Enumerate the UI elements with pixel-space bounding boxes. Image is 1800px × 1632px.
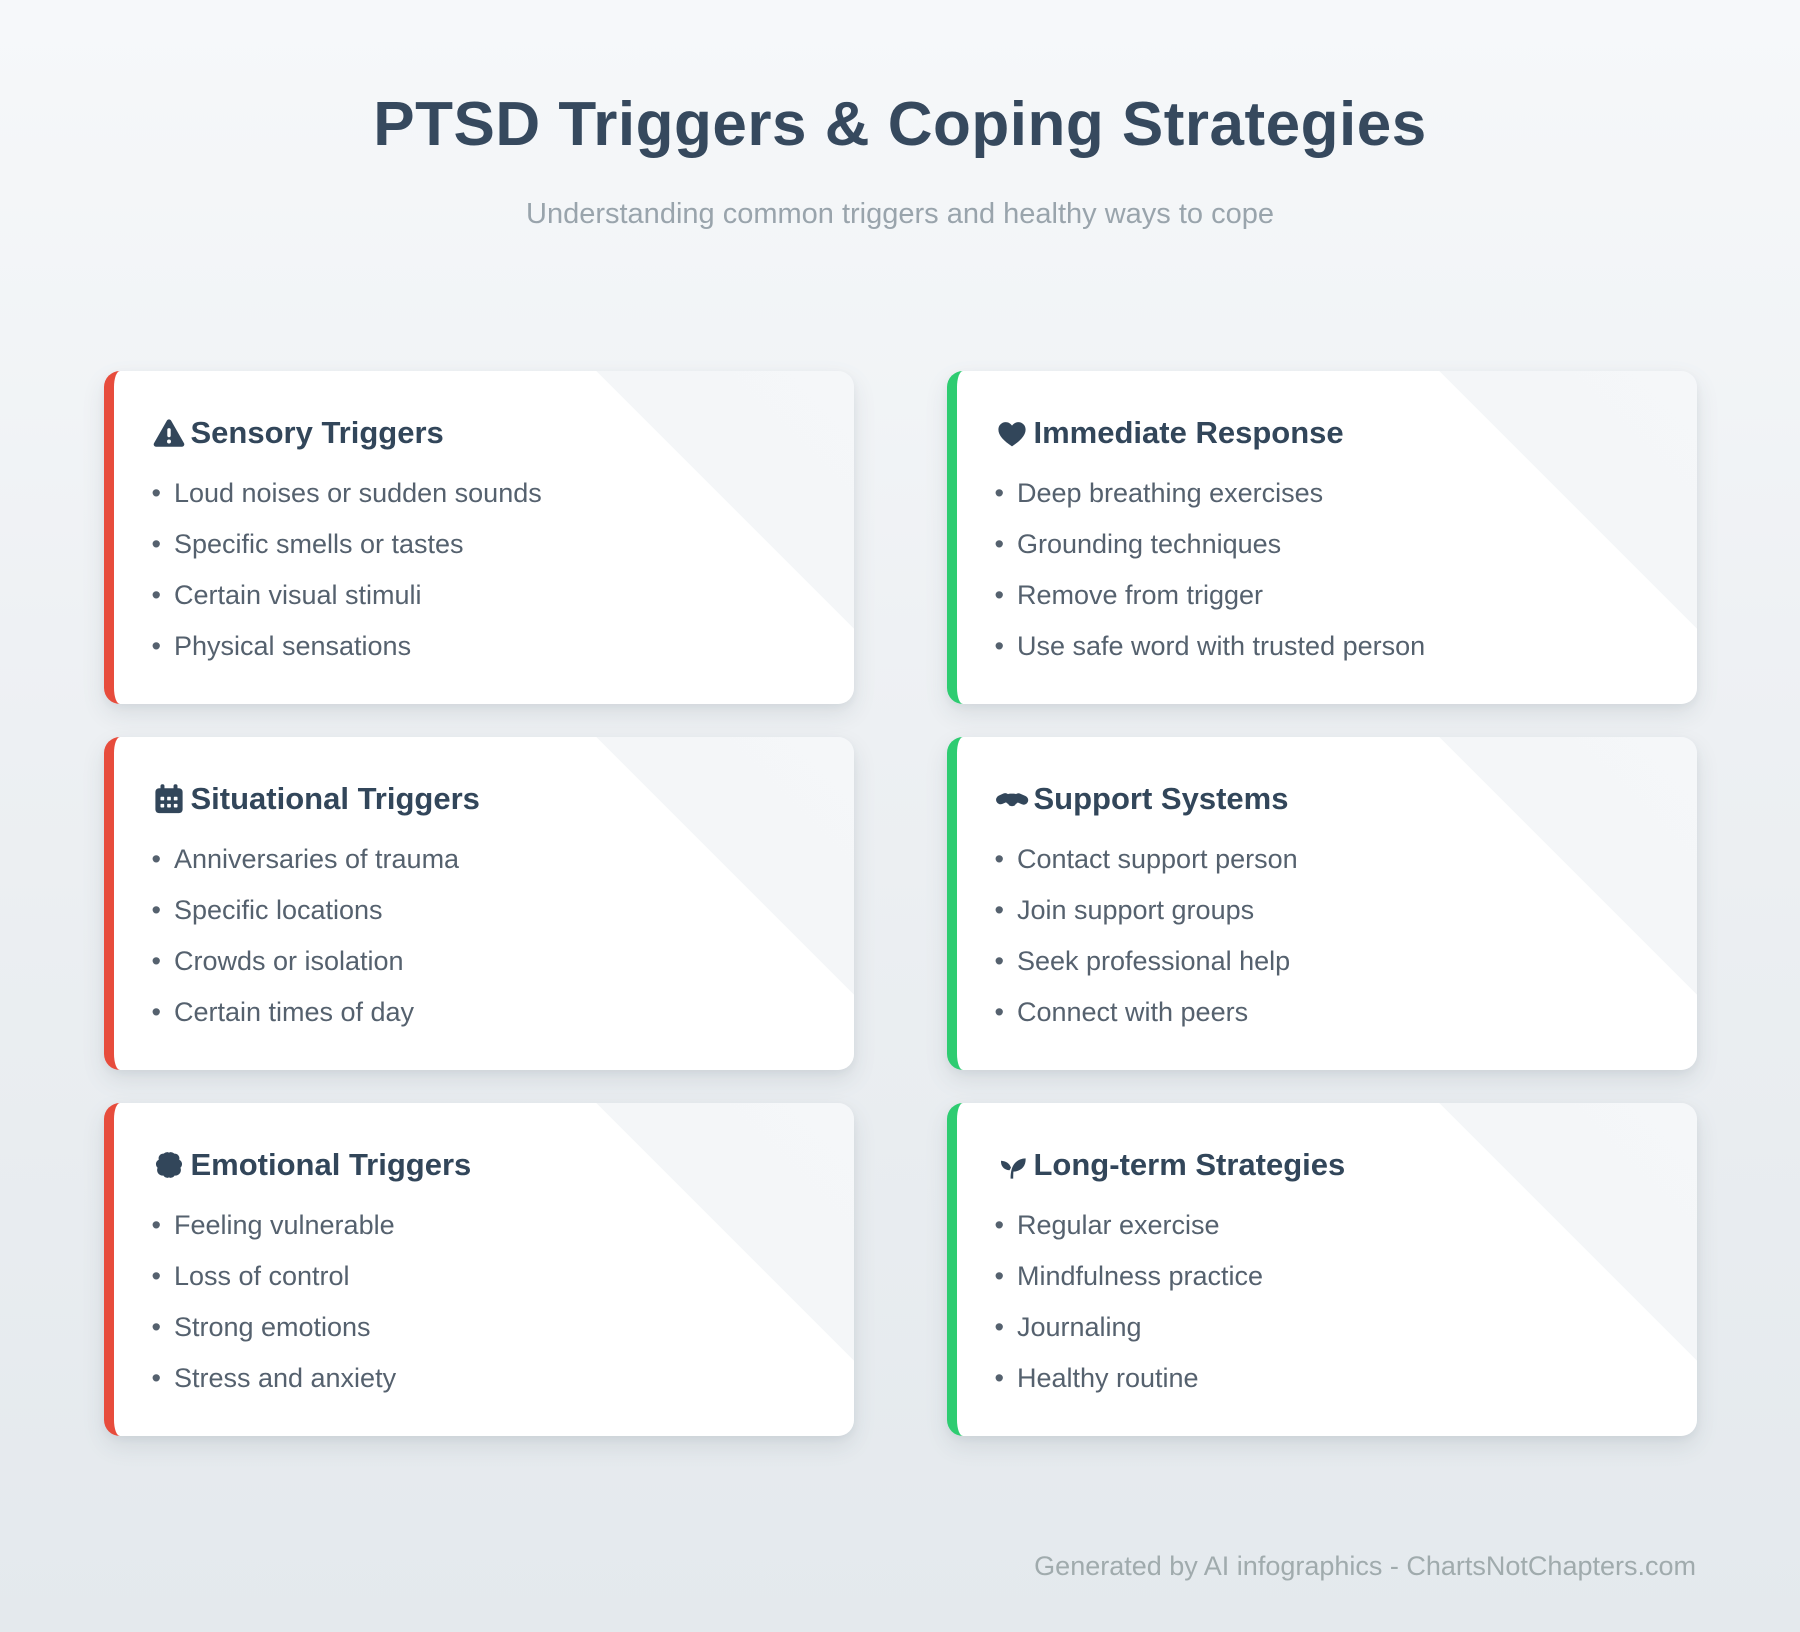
list-item: Certain visual stimuli bbox=[152, 582, 824, 609]
handshake-icon bbox=[995, 782, 1029, 816]
card-title: Situational Triggers bbox=[190, 781, 480, 817]
card-title: Support Systems bbox=[1033, 781, 1289, 817]
list-item: Grounding techniques bbox=[995, 531, 1667, 558]
list-item: Strong emotions bbox=[152, 1314, 824, 1341]
calendar-icon bbox=[152, 782, 186, 816]
footer-credit: Generated by AI infographics - ChartsNot… bbox=[1034, 1551, 1696, 1581]
list-item: Feeling vulnerable bbox=[152, 1212, 824, 1239]
page-title: PTSD Triggers & Coping Strategies bbox=[373, 90, 1427, 159]
trigger-list: Anniversaries of trauma Specific locatio… bbox=[152, 846, 824, 1026]
trigger-list: Loud noises or sudden sounds Specific sm… bbox=[152, 480, 824, 660]
heart-icon bbox=[995, 416, 1029, 450]
list-item: Anniversaries of trauma bbox=[152, 846, 824, 873]
list-item: Journaling bbox=[995, 1314, 1667, 1341]
list-item: Seek professional help bbox=[995, 948, 1667, 975]
list-item: Join support groups bbox=[995, 897, 1667, 924]
list-item: Certain times of day bbox=[152, 999, 824, 1026]
list-item: Contact support person bbox=[995, 846, 1667, 873]
card-header: Long-term Strategies bbox=[995, 1145, 1667, 1185]
list-item: Connect with peers bbox=[995, 999, 1667, 1026]
list-item: Physical sensations bbox=[152, 633, 824, 660]
header: PTSD Triggers & Coping Strategies Unders… bbox=[0, 0, 1800, 231]
card-sensory-triggers: Sensory Triggers Loud noises or sudden s… bbox=[103, 371, 854, 705]
list-item: Mindfulness practice bbox=[995, 1263, 1667, 1290]
card-situational-triggers: Situational Triggers Anniversaries of tr… bbox=[103, 737, 854, 1071]
brain-icon bbox=[152, 1148, 186, 1182]
list-item: Loss of control bbox=[152, 1263, 824, 1290]
list-item: Deep breathing exercises bbox=[995, 480, 1667, 507]
trigger-list: Feeling vulnerable Loss of control Stron… bbox=[152, 1212, 824, 1392]
list-item: Loud noises or sudden sounds bbox=[152, 480, 824, 507]
card-emotional-triggers: Emotional Triggers Feeling vulnerable Lo… bbox=[103, 1103, 854, 1437]
seedling-icon bbox=[995, 1148, 1029, 1182]
list-item: Crowds or isolation bbox=[152, 948, 824, 975]
list-item: Use safe word with trusted person bbox=[995, 633, 1667, 660]
coping-list: Deep breathing exercises Grounding techn… bbox=[995, 480, 1667, 660]
card-header: Sensory Triggers bbox=[152, 413, 824, 453]
card-title: Immediate Response bbox=[1033, 415, 1344, 451]
card-title: Long-term Strategies bbox=[1033, 1147, 1346, 1183]
card-support-systems: Support Systems Contact support person J… bbox=[946, 737, 1697, 1071]
list-item: Stress and anxiety bbox=[152, 1365, 824, 1392]
list-item: Healthy routine bbox=[995, 1365, 1667, 1392]
card-header: Support Systems bbox=[995, 779, 1667, 819]
card-header: Situational Triggers bbox=[152, 779, 824, 819]
card-header: Immediate Response bbox=[995, 413, 1667, 453]
coping-list: Regular exercise Mindfulness practice Jo… bbox=[995, 1212, 1667, 1392]
page-subtitle: Understanding common triggers and health… bbox=[526, 198, 1274, 231]
list-item: Regular exercise bbox=[995, 1212, 1667, 1239]
list-item: Remove from trigger bbox=[995, 582, 1667, 609]
cards-grid: Sensory Triggers Loud noises or sudden s… bbox=[103, 371, 1697, 1437]
card-long-term-strategies: Long-term Strategies Regular exercise Mi… bbox=[946, 1103, 1697, 1437]
card-title: Sensory Triggers bbox=[190, 415, 444, 451]
list-item: Specific smells or tastes bbox=[152, 531, 824, 558]
coping-list: Contact support person Join support grou… bbox=[995, 846, 1667, 1026]
list-item: Specific locations bbox=[152, 897, 824, 924]
warning-icon bbox=[152, 416, 186, 450]
card-immediate-response: Immediate Response Deep breathing exerci… bbox=[946, 371, 1697, 705]
card-title: Emotional Triggers bbox=[190, 1147, 472, 1183]
card-header: Emotional Triggers bbox=[152, 1145, 824, 1185]
